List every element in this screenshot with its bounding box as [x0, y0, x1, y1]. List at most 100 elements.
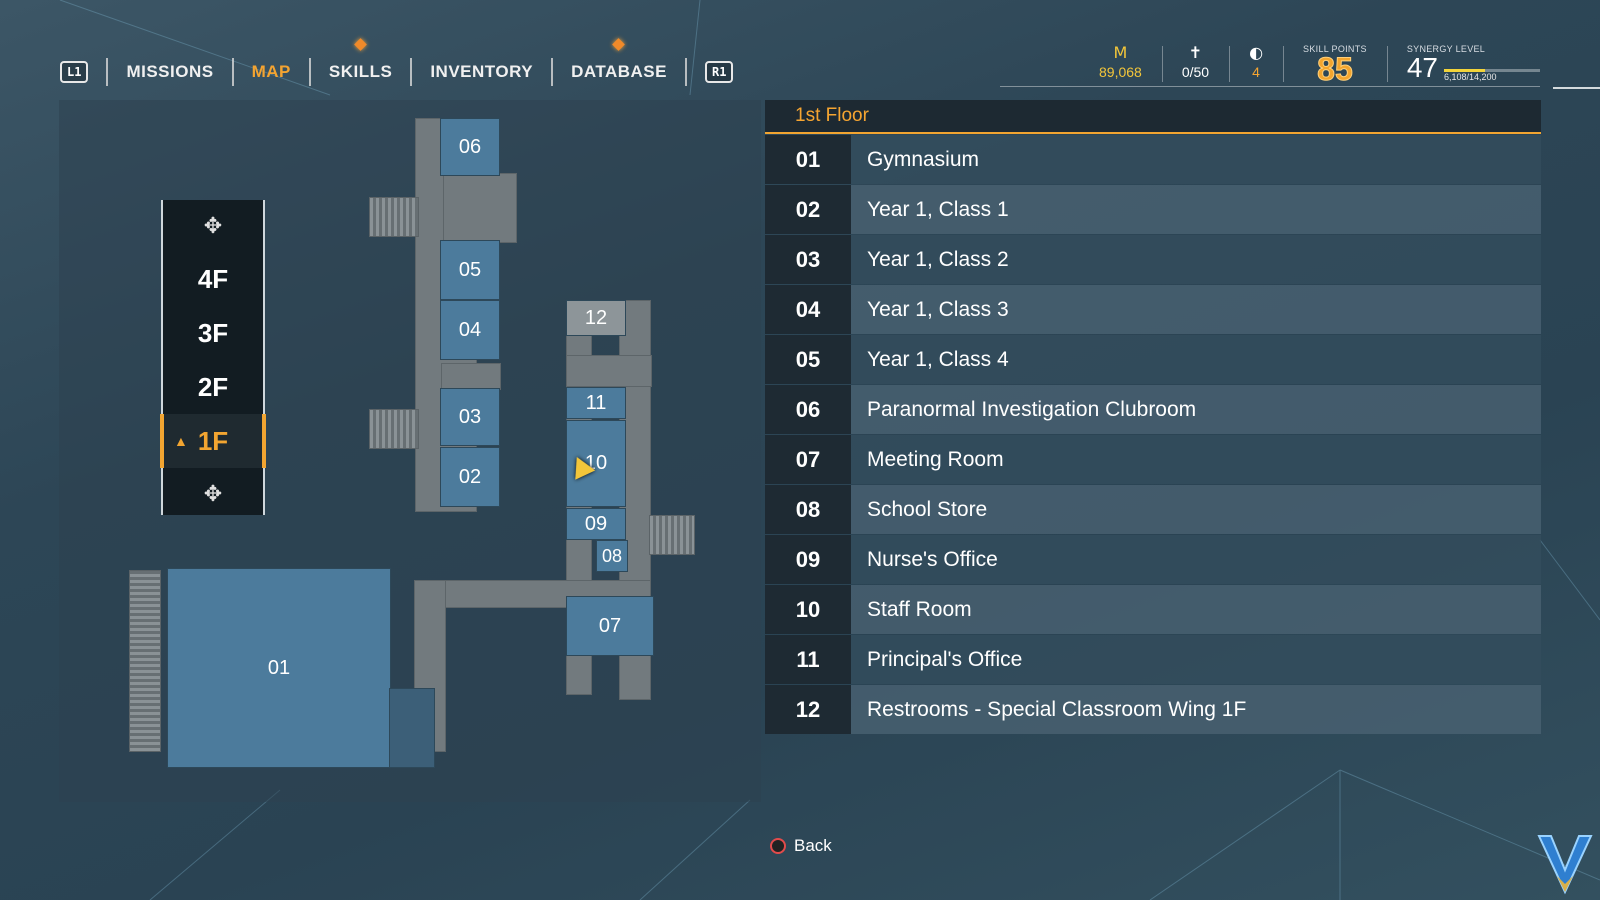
room-06[interactable]: 06 [440, 118, 500, 176]
room-annex [389, 688, 435, 768]
room-07[interactable]: 07 [566, 596, 654, 656]
corridor [566, 355, 652, 387]
hud-divider [1553, 87, 1600, 89]
floor-title: 1st Floor [765, 100, 1541, 134]
tab-skills[interactable]: SKILLS [328, 38, 393, 82]
room-number: 10 [765, 585, 851, 634]
skill-points-display: SKILL POINTS 85 [1283, 44, 1387, 86]
room-name: Principal's Office [851, 635, 1541, 684]
room-name: Year 1, Class 1 [851, 185, 1541, 234]
hud-divider [1000, 86, 1540, 87]
synergy-xp: 6,108/14,200 [1444, 72, 1497, 82]
floor-1f[interactable]: ▲ 1F [160, 414, 266, 468]
corridor [443, 173, 517, 243]
room-number: 03 [765, 235, 851, 284]
tokens-display: ◐ 4 [1229, 43, 1283, 82]
current-floor-marker-icon: ▲ [174, 433, 188, 449]
nav-divider [106, 58, 109, 86]
tab-inventory[interactable]: INVENTORY [430, 62, 534, 81]
room-number: 05 [765, 335, 851, 384]
room-name: Paranormal Investigation Clubroom [851, 385, 1541, 434]
skill-points-label: SKILL POINTS [1303, 44, 1367, 54]
l1-button[interactable]: L1 [60, 61, 89, 83]
room-name: School Store [851, 485, 1541, 534]
room-name: Year 1, Class 3 [851, 285, 1541, 334]
floor-selector: ✥ 4F 3F 2F ▲ 1F ✥ [160, 200, 266, 515]
map-panel: ✥ 4F 3F 2F ▲ 1F ✥ 06 05 04 03 02 12 11 10… [59, 100, 761, 802]
collectibles-display: ✝ 0/50 [1161, 43, 1229, 82]
collectibles-value: 0/50 [1181, 64, 1210, 80]
synergy-level: 47 [1406, 52, 1438, 83]
stairs [369, 409, 419, 449]
stairs [369, 197, 419, 237]
corridor [441, 363, 501, 390]
room-number: 12 [765, 685, 851, 734]
tab-missions[interactable]: MISSIONS [126, 62, 214, 81]
room-number: 06 [765, 385, 851, 434]
tab-database[interactable]: DATABASE [571, 38, 667, 82]
dpad-down-icon[interactable]: ✥ [203, 481, 223, 507]
floor-2f[interactable]: 2F [197, 371, 229, 402]
room-number: 11 [765, 635, 851, 684]
pin-icon: ✝ [1188, 43, 1203, 62]
room-05[interactable]: 05 [440, 240, 500, 300]
tab-map[interactable]: MAP [251, 62, 291, 81]
nav-divider [410, 58, 413, 86]
room-number: 04 [765, 285, 851, 334]
status-hud: M 89,068 ✝ 0/50 ◐ 4 SKILL POINTS 85 SYNE… [1079, 43, 1540, 86]
dpad-up-icon[interactable]: ✥ [203, 213, 223, 239]
room-number: 07 [765, 435, 851, 484]
room-04[interactable]: 04 [440, 300, 500, 360]
room-number: 09 [765, 535, 851, 584]
nav-divider [551, 58, 554, 86]
stairs [649, 515, 695, 555]
nav-divider [685, 58, 687, 86]
tab-skills-label: SKILLS [328, 62, 393, 81]
top-nav: L1 MISSIONS MAP SKILLS INVENTORY DATABAS… [60, 38, 734, 89]
synergy-display: SYNERGY LEVEL 47 6,108/14,200 [1386, 44, 1540, 83]
room-08[interactable]: 08 [596, 540, 628, 572]
nav-divider [308, 58, 311, 86]
tokens-value: 4 [1252, 64, 1260, 80]
stairs [129, 570, 161, 752]
token-icon: ◐ [1249, 43, 1264, 62]
room-03[interactable]: 03 [440, 388, 500, 446]
tab-database-label: DATABASE [571, 62, 667, 81]
circle-button-icon [770, 838, 786, 854]
room-12[interactable]: 12 [566, 300, 626, 336]
room-number: 02 [765, 185, 851, 234]
floor-4f[interactable]: 4F [197, 263, 229, 294]
money-value: 89,068 [1099, 64, 1142, 80]
room-09[interactable]: 09 [566, 508, 626, 540]
room-number: 08 [765, 485, 851, 534]
floor-1f-label: 1F [197, 425, 229, 456]
synergy-progress-bar [1444, 69, 1540, 72]
synergy-progress-fill [1444, 69, 1486, 72]
floor-3f[interactable]: 3F [197, 317, 229, 348]
room-number: 01 [765, 135, 851, 184]
nav-divider [231, 58, 234, 86]
room-11[interactable]: 11 [566, 387, 626, 419]
back-label: Back [794, 836, 832, 855]
money-display: M 89,068 [1079, 44, 1162, 81]
back-button[interactable]: Back [770, 836, 832, 856]
r1-button[interactable]: R1 [705, 61, 734, 83]
game-logo-icon [1537, 835, 1593, 895]
notification-diamond-icon [612, 38, 625, 51]
room-10[interactable]: 10 [566, 420, 626, 507]
room-01[interactable]: 01 [167, 568, 391, 768]
room-02[interactable]: 02 [440, 447, 500, 507]
